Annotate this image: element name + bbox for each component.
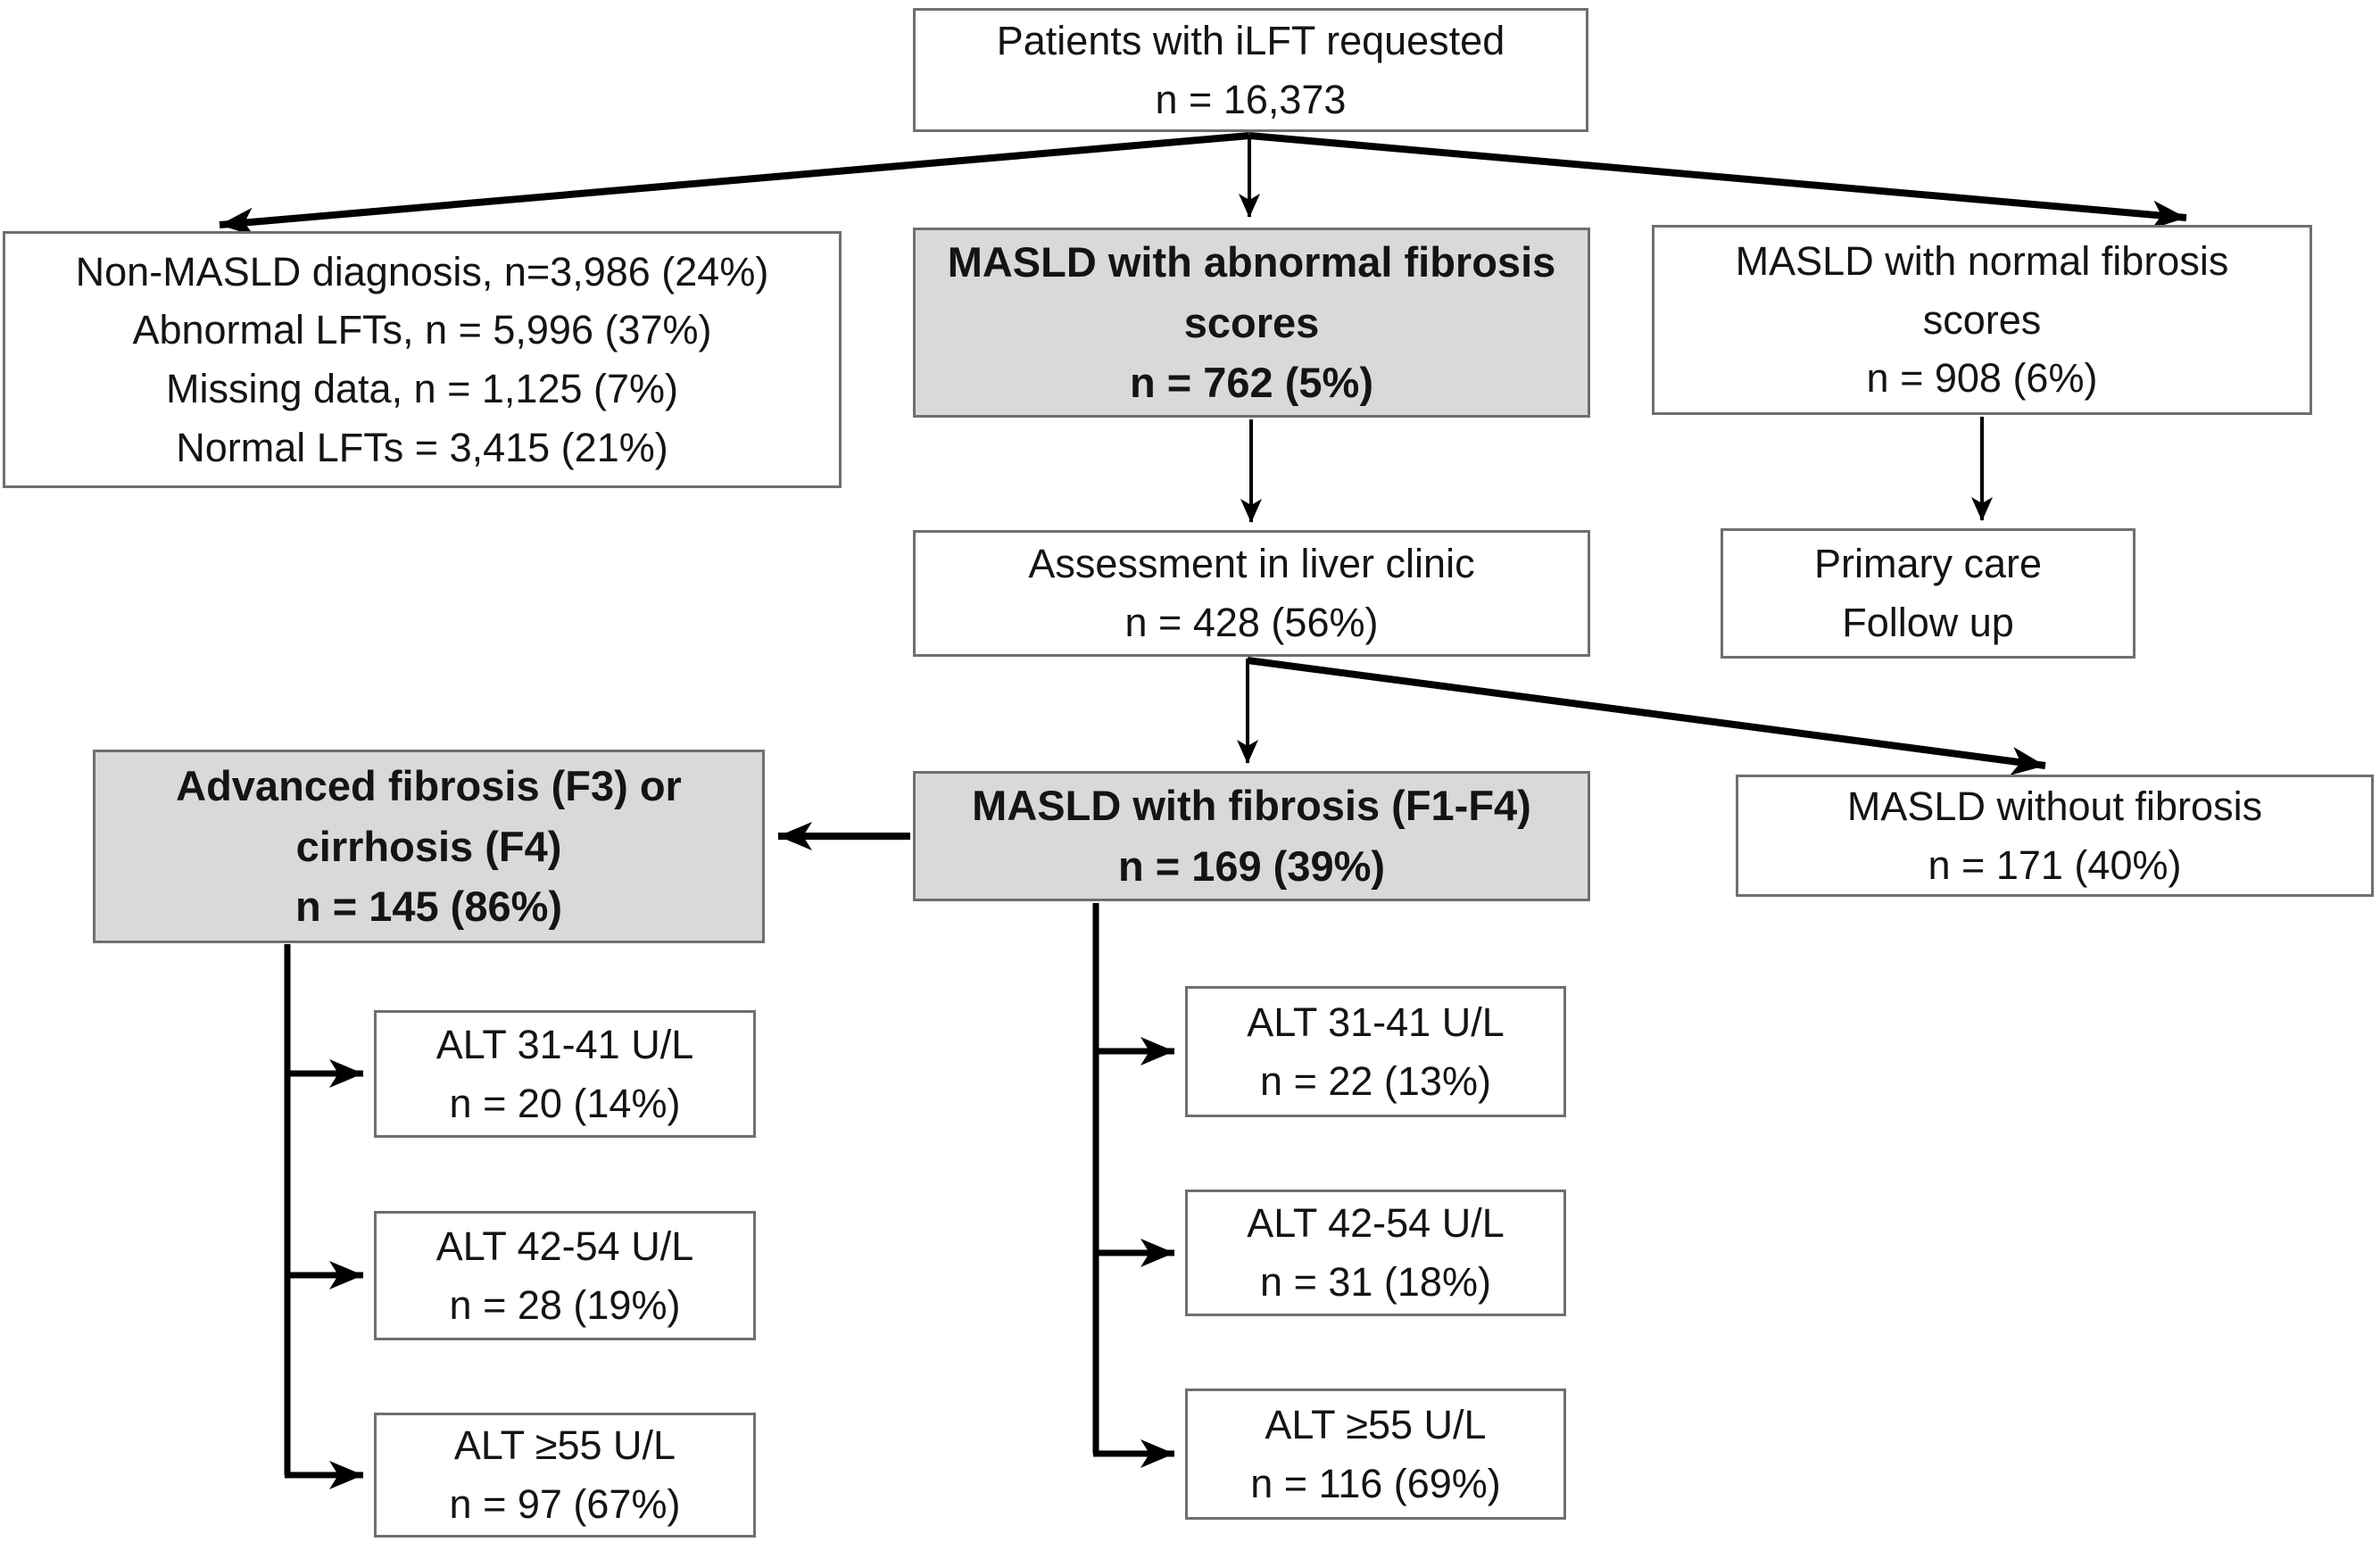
- node-line: n = 97 (67%): [449, 1481, 681, 1527]
- node-line: n = 28 (19%): [449, 1281, 681, 1328]
- node-line: Missing data, n = 1,125 (7%): [165, 366, 679, 411]
- node-line: n = 145 (86%): [294, 883, 563, 931]
- node-line: MASLD without fibrosis: [1846, 783, 2263, 829]
- node-advanced-alt-55: ALT ≥55 U/L n = 97 (67%): [374, 1413, 756, 1538]
- node-line: Assessment in liver clinic: [1028, 541, 1475, 587]
- node-line: n = 908 (6%): [1866, 355, 2098, 402]
- node-line: ALT ≥55 U/L: [1265, 1401, 1487, 1447]
- node-line: Advanced fibrosis (F3) or: [176, 761, 682, 809]
- node-line: Patients with iLFT requested: [996, 17, 1505, 63]
- node-advanced-alt-42-54: ALT 42-54 U/L n = 28 (19%): [374, 1211, 756, 1340]
- node-advanced-fibrosis: Advanced fibrosis (F3) or cirrhosis (F4)…: [93, 750, 765, 943]
- node-line: n = 762 (5%): [1130, 359, 1373, 407]
- node-line: MASLD with normal fibrosis: [1735, 237, 2229, 284]
- node-fibrosis-alt-55: ALT ≥55 U/L n = 116 (69%): [1185, 1389, 1566, 1520]
- node-advanced-alt-31-41: ALT 31-41 U/L n = 20 (14%): [374, 1010, 756, 1138]
- node-line: MASLD with fibrosis (F1-F4): [972, 782, 1531, 830]
- node-line: ALT 31-41 U/L: [435, 1021, 694, 1067]
- node-liver-clinic-assessment: Assessment in liver clinic n = 428 (56%): [913, 530, 1590, 657]
- node-line: MASLD with abnormal fibrosis: [947, 237, 1556, 286]
- edge-root-to-normal-fibrosis: [1248, 132, 2187, 229]
- node-fibrosis-alt-42-54: ALT 42-54 U/L n = 31 (18%): [1185, 1190, 1566, 1316]
- node-line: n = 31 (18%): [1260, 1259, 1491, 1305]
- node-line: ALT 42-54 U/L: [435, 1223, 694, 1269]
- node-line: n = 116 (69%): [1250, 1460, 1501, 1506]
- node-line: Abnormal LFTs, n = 5,996 (37%): [132, 307, 712, 353]
- node-line: n = 428 (56%): [1124, 600, 1379, 645]
- node-line: n = 16,373: [1155, 76, 1347, 122]
- node-line: n = 171 (40%): [1928, 841, 2182, 888]
- node-line: Primary care: [1813, 541, 2043, 587]
- node-ilft-requested: Patients with iLFT requested n = 16,373: [913, 8, 1588, 132]
- node-line: scores: [1922, 296, 2042, 343]
- edge-root-to-exclusions: [219, 132, 1250, 236]
- node-masld-abnormal-fibrosis: MASLD with abnormal fibrosis scores n = …: [913, 228, 1590, 418]
- node-masld-normal-fibrosis: MASLD with normal fibrosis scores n = 90…: [1652, 225, 2312, 415]
- node-masld-with-fibrosis: MASLD with fibrosis (F1-F4) n = 169 (39%…: [913, 771, 1590, 901]
- node-line: ALT ≥55 U/L: [453, 1422, 676, 1469]
- node-line: ALT 42-54 U/L: [1247, 1200, 1505, 1247]
- node-exclusions: Non-MASLD diagnosis, n=3,986 (24%) Abnor…: [3, 231, 842, 488]
- node-line: ALT 31-41 U/L: [1247, 999, 1505, 1045]
- node-line: n = 169 (39%): [1117, 842, 1386, 890]
- edge-assessment-to-without-fibrosis: [1247, 657, 2046, 775]
- node-fibrosis-alt-31-41: ALT 31-41 U/L n = 22 (13%): [1185, 986, 1566, 1117]
- node-line: Non-MASLD diagnosis, n=3,986 (24%): [75, 248, 769, 294]
- node-line: Normal LFTs = 3,415 (21%): [176, 424, 668, 470]
- node-masld-without-fibrosis: MASLD without fibrosis n = 171 (40%): [1736, 775, 2374, 897]
- node-line: n = 20 (14%): [449, 1080, 681, 1126]
- node-primary-care: Primary care Follow up: [1721, 528, 2135, 659]
- node-line: Follow up: [1842, 600, 2014, 645]
- node-line: cirrhosis (F4): [295, 822, 562, 870]
- node-line: n = 22 (13%): [1260, 1057, 1491, 1104]
- node-line: scores: [1183, 298, 1320, 346]
